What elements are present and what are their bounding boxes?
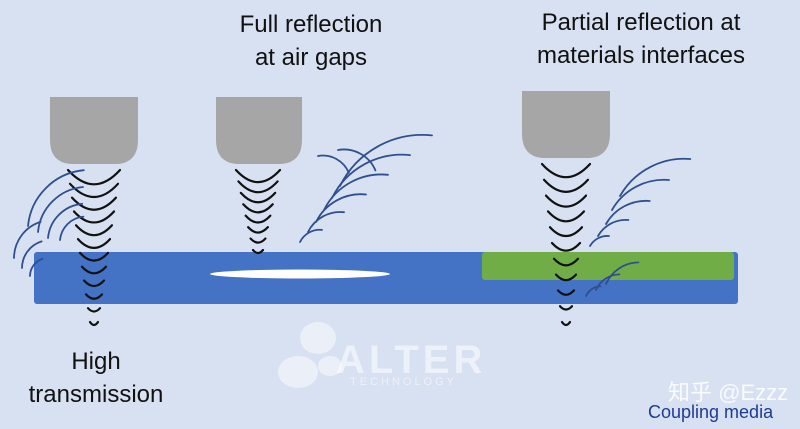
- transmitted-wave-left: [70, 196, 118, 211]
- transmitted-wave-middle: [251, 248, 265, 255]
- reflected-wave-left: [29, 258, 44, 277]
- transmitted-wave-right: [548, 226, 584, 238]
- transmitted-wave-right: [556, 289, 576, 296]
- reflected-wave-middle: [317, 154, 350, 174]
- reflected-wave-right: [585, 285, 602, 297]
- transmitted-wave-middle: [242, 203, 274, 214]
- reflected-wave-middle: [339, 134, 433, 187]
- transmitted-wave-right: [554, 273, 578, 282]
- reflected-wave-left: [13, 221, 42, 259]
- reflected-wave-middle: [331, 153, 411, 199]
- transmitted-wave-middle: [239, 191, 277, 204]
- transmitted-wave-right: [540, 162, 592, 179]
- reflected-wave-middle: [307, 211, 345, 233]
- reflected-wave-middle: [323, 173, 389, 211]
- reflected-wave-left: [21, 240, 43, 269]
- transmitted-wave-left: [82, 279, 106, 288]
- transmitted-wave-middle: [247, 226, 269, 234]
- transmitted-wave-left: [78, 251, 110, 262]
- logo-subtitle: TECHNOLOGY: [350, 376, 458, 388]
- transmitted-wave-right: [558, 305, 574, 311]
- reflected-wave-middle: [337, 148, 377, 172]
- reflected-wave-right: [597, 219, 630, 237]
- reflected-wave-right: [619, 157, 692, 197]
- transmitted-wave-middle: [234, 168, 282, 184]
- transmitted-wave-right: [544, 194, 588, 208]
- transmitted-wave-middle: [244, 214, 272, 224]
- transmitted-wave-right: [560, 320, 572, 327]
- transmitted-wave-right: [542, 178, 590, 193]
- transmitted-wave-left: [68, 182, 120, 199]
- transducer-middle: [216, 97, 302, 164]
- transducer-left: [50, 97, 138, 164]
- logo-word: ALTER: [336, 338, 487, 382]
- reflected-wave-right: [605, 199, 651, 225]
- transmitted-wave-left: [72, 210, 116, 224]
- reflected-wave-right: [605, 261, 640, 285]
- transmitted-wave-left: [84, 293, 104, 300]
- reflected-wave-middle: [315, 193, 367, 223]
- reflected-wave-left: [59, 215, 85, 241]
- reflected-wave-left: [27, 169, 85, 227]
- coupling-media-label: Coupling media: [648, 402, 774, 422]
- reflected-wave-right: [595, 273, 621, 291]
- transmitted-wave-left: [86, 307, 102, 313]
- transducer-right: [522, 91, 610, 158]
- transmitted-wave-middle: [237, 180, 279, 194]
- transmitted-wave-right: [546, 210, 586, 223]
- coupling-layer: [482, 252, 734, 280]
- transmitted-wave-left: [80, 265, 108, 275]
- watermark-text: 知乎 @Ezzz: [668, 380, 789, 405]
- transmitted-wave-left: [66, 168, 122, 186]
- reflected-wave-left: [37, 186, 84, 233]
- reflected-wave-right: [611, 178, 670, 211]
- transmitted-wave-middle: [249, 237, 267, 244]
- transmitted-wave-left: [88, 320, 100, 327]
- reflected-wave-middle: [299, 228, 323, 243]
- transmitted-wave-right: [552, 257, 580, 267]
- transmitted-wave-left: [76, 237, 112, 249]
- logo-mark: [278, 322, 342, 388]
- transmitted-wave-right: [550, 241, 582, 252]
- reflected-wave-right: [589, 235, 610, 247]
- transmitted-wave-left: [74, 224, 114, 237]
- air-gap: [210, 269, 390, 279]
- reflected-wave-left: [47, 202, 84, 239]
- wave-group: [13, 134, 692, 327]
